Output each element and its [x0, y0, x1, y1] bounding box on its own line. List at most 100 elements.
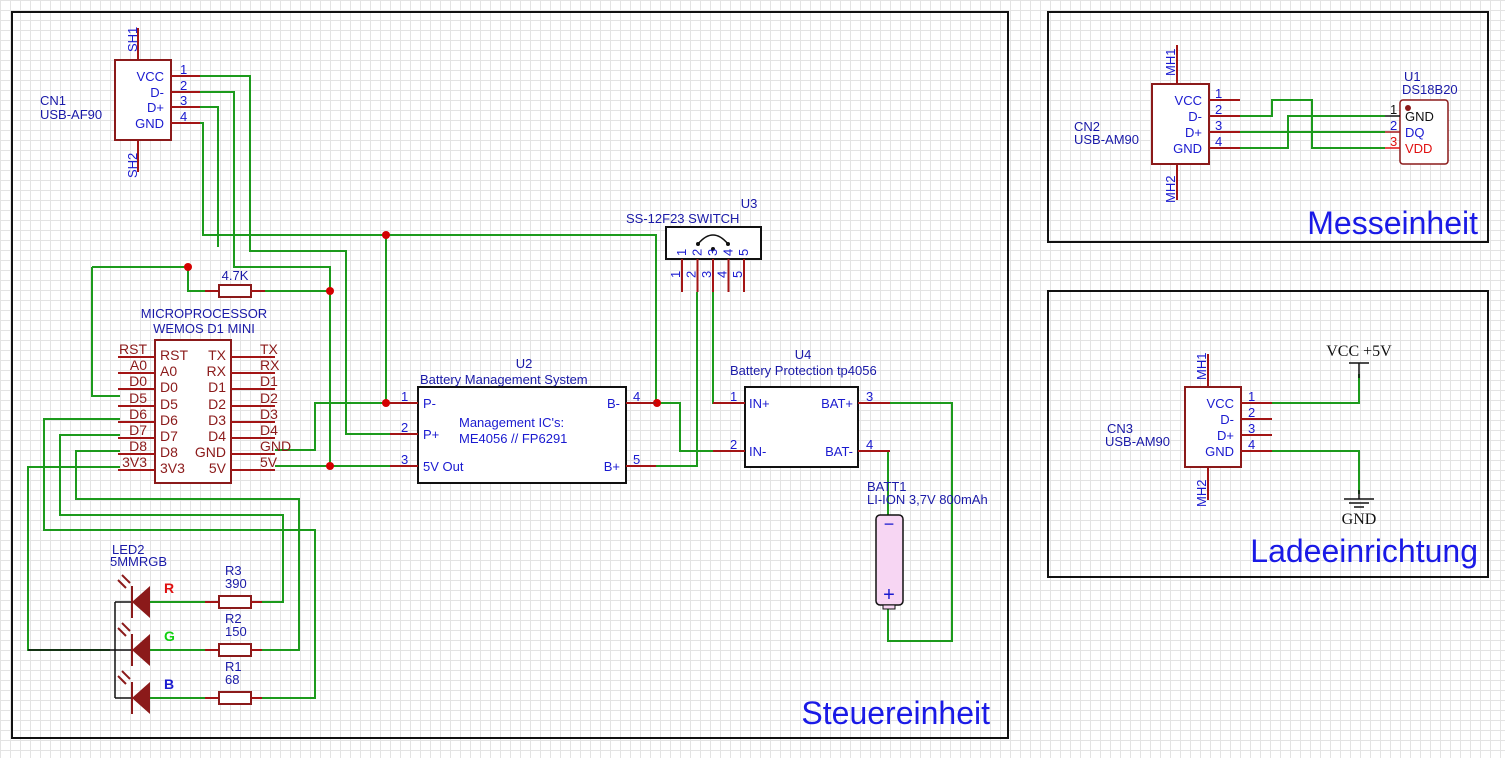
- mcu-pin-label: D6: [129, 406, 147, 422]
- resistor-r3[interactable]: [218, 595, 252, 609]
- cn3-pin-num: 2: [1248, 405, 1255, 420]
- u4-body: [744, 386, 859, 468]
- wire-mcu-gnd[interactable]: [275, 402, 395, 451]
- mcu-pin-name: D6: [160, 412, 178, 428]
- wire-cn2-gnd-gnd[interactable]: [1240, 115, 1385, 149]
- cn3-pin-name: VCC: [1207, 396, 1234, 411]
- led-channel-label: R: [164, 580, 174, 596]
- resistor-value: 390: [225, 576, 247, 591]
- wire-cn1-dplus[interactable]: [200, 106, 219, 247]
- wire-d6-route[interactable]: [43, 419, 316, 699]
- mcu-ref: MICROPROCESSOR: [141, 306, 267, 321]
- batt1-ref: BATT1: [867, 479, 907, 494]
- wire-d8[interactable]: [75, 450, 300, 651]
- mcu-pin-name: RX: [207, 363, 227, 379]
- mcu-pin-name: D2: [208, 396, 226, 412]
- u3-pin-inner-num: 4: [721, 249, 736, 256]
- resistor-ref: R2: [225, 611, 242, 626]
- wire-switch-inplus[interactable]: [712, 292, 744, 404]
- cn2-value: USB-AM90: [1074, 132, 1139, 147]
- wire-bplus-switch[interactable]: [626, 292, 698, 467]
- cn1-pin-name: VCC: [137, 69, 164, 84]
- cn1-pin-num: 1: [180, 62, 187, 77]
- junction: [382, 399, 390, 407]
- component-cn2[interactable]: MH1 MH2 VCC D- D+ GND 1 2 3 4 CN2 USB-AM…: [1074, 45, 1240, 203]
- wire-pullup-left[interactable]: [187, 267, 213, 292]
- u2-ref: U2: [516, 356, 533, 371]
- mcu-pin-label: TX: [260, 341, 279, 357]
- junctions: [184, 231, 661, 470]
- sheet-title-ladeeinrichtung: Ladeeinrichtung: [1250, 533, 1478, 569]
- u3-ref: U3: [741, 196, 758, 211]
- u2-pin-name: 5V Out: [423, 459, 464, 474]
- junction: [184, 263, 192, 271]
- component-led2[interactable]: LED2 5MMRGB RGB: [28, 542, 175, 714]
- resistor-value: 68: [225, 672, 239, 687]
- batt1-value: LI-ION 3,7V 800mAh: [867, 492, 988, 507]
- cn1-pin-name: GND: [135, 116, 164, 131]
- cn2-pin-num: 3: [1215, 118, 1222, 133]
- frame-steuereinheit: [11, 11, 1009, 739]
- mcu-pin-label: RX: [260, 357, 280, 373]
- u2-pin-num: 4: [633, 389, 640, 404]
- u3-pin-inner-num: 3: [705, 249, 720, 256]
- cn2-body: [1151, 83, 1210, 165]
- cn2-pin-num: 1: [1215, 86, 1222, 101]
- wire-cn2-dminus-vdd[interactable]: [1240, 99, 1385, 149]
- u1-pin-num: 3: [1390, 134, 1397, 149]
- component-batt1[interactable]: BATT1 LI-ION 3,7V 800mAh − +: [867, 479, 988, 610]
- pin1-marker-icon: [1405, 105, 1411, 111]
- wire-d5[interactable]: [91, 267, 120, 397]
- mcu-pin-name: TX: [208, 347, 227, 363]
- u4-value: Battery Protection tp4056: [730, 363, 877, 378]
- led-diode-icon: [132, 682, 150, 714]
- cn1-pin-num: 3: [180, 93, 187, 108]
- component-u4[interactable]: U4 Battery Protection tp4056 1 2 3 4 IN+…: [713, 347, 890, 468]
- wire-d7[interactable]: [59, 434, 284, 603]
- wire-bminus-inminus[interactable]: [626, 402, 744, 452]
- cn2-ref: CN2: [1074, 119, 1100, 134]
- switch-lever-icon: [697, 234, 729, 245]
- cn1-ref: CN1: [40, 93, 66, 108]
- cn1-value: USB-AF90: [40, 107, 102, 122]
- led2-ref: LED2: [112, 542, 145, 557]
- mcu-pin-label: D4: [260, 422, 278, 438]
- cn2-pin-num: 4: [1215, 134, 1222, 149]
- cn1-pin-num: 4: [180, 109, 187, 124]
- u3-pin-num: 5: [730, 271, 745, 278]
- wire-cn1-gnd[interactable]: [200, 122, 657, 403]
- wire-batplus[interactable]: [887, 402, 953, 642]
- mcu-pin-name: GND: [195, 444, 226, 460]
- mcu-pin-label: GND: [260, 438, 291, 454]
- wire-cn3-gnd[interactable]: [1272, 450, 1360, 494]
- component-cn3[interactable]: MH1 MH2 VCC D- D+ GND 1 2 3 4 CN3 USB-AM…: [1105, 353, 1272, 507]
- u3-pin-inner-num: 2: [690, 249, 705, 256]
- wires-messeinheit: [1240, 99, 1385, 149]
- component-u2[interactable]: U2 Battery Management System 1 2 3 4 5 P…: [390, 356, 656, 484]
- u4-pin-name: BAT+: [821, 396, 853, 411]
- cn3-value: USB-AM90: [1105, 434, 1170, 449]
- u3-pin-inner-num: 1: [674, 249, 689, 256]
- component-r-pullup[interactable]: 4.7K: [205, 268, 265, 298]
- wire-cn3-vcc[interactable]: [1272, 374, 1360, 404]
- wire-cn1-vcc[interactable]: [200, 75, 395, 435]
- wire-cn1-dminus[interactable]: [200, 91, 331, 466]
- sheet-title-messeinheit: Messeinheit: [1307, 205, 1478, 241]
- component-u1[interactable]: U1 DS18B20 1 2 3 GND DQ VDD: [1385, 69, 1458, 165]
- u4-pin-num: 3: [866, 389, 873, 404]
- mcu-pin-label: 5V: [260, 454, 278, 470]
- component-cn1[interactable]: SH1 SH2 VCC D- D+ GND 1 2 3 4 CN1 USB-AF…: [40, 27, 200, 178]
- wire-3v3[interactable]: [27, 466, 120, 651]
- batt-pos-sign: +: [883, 584, 895, 606]
- resistor-r2[interactable]: [218, 643, 252, 657]
- mcu-pin-label: A0: [130, 357, 147, 373]
- resistor-r1[interactable]: [218, 691, 252, 705]
- mcu-body: [154, 339, 232, 484]
- mcu-pin-name: 3V3: [160, 460, 185, 476]
- mcu-pin-name: D8: [160, 444, 178, 460]
- mcu-pin-label: D1: [260, 373, 278, 389]
